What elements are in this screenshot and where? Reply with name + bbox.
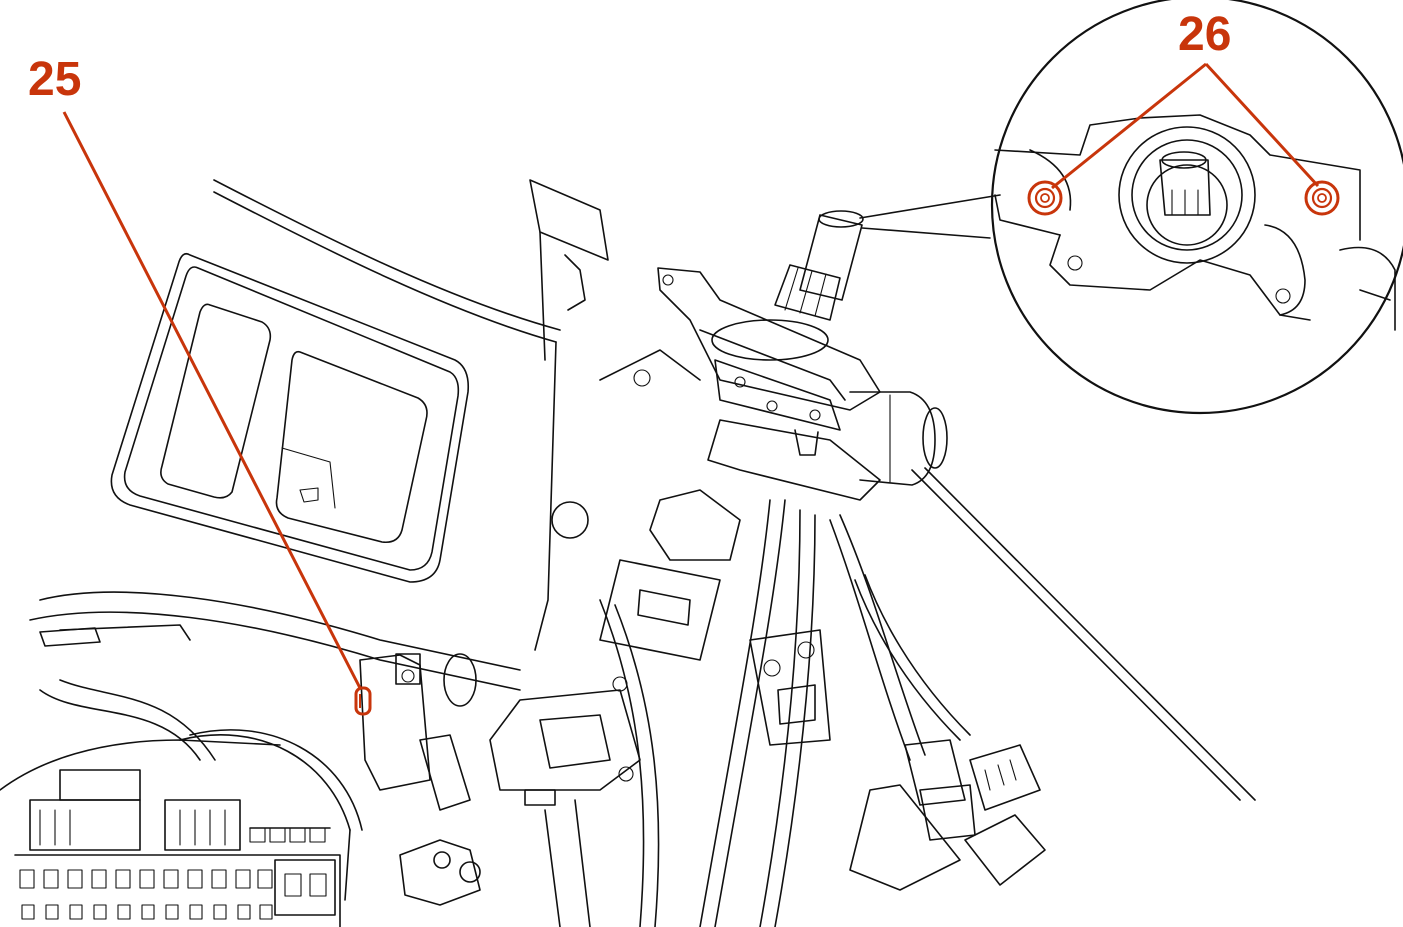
leader-line-26-left	[1051, 62, 1207, 190]
nut-26-right	[1304, 180, 1340, 216]
callout-label-26: 26	[1178, 8, 1231, 61]
pedal-bracket	[399, 676, 641, 927]
fuse-box	[0, 679, 363, 927]
cross-member	[29, 591, 521, 791]
leader-line-25	[62, 111, 362, 689]
callout-label-25: 25	[28, 53, 81, 106]
callout-markers	[354, 180, 1340, 716]
fastener-25	[354, 686, 372, 716]
detail-bracket	[994, 114, 1396, 331]
wiring-harness	[599, 499, 1046, 927]
leader-lines	[62, 62, 1320, 689]
steering-column	[551, 210, 1256, 801]
leader-line-26-right	[1204, 62, 1320, 188]
dashboard-panel	[110, 179, 609, 651]
detail-magnifier	[859, 0, 1403, 415]
nut-26-left	[1027, 180, 1063, 216]
